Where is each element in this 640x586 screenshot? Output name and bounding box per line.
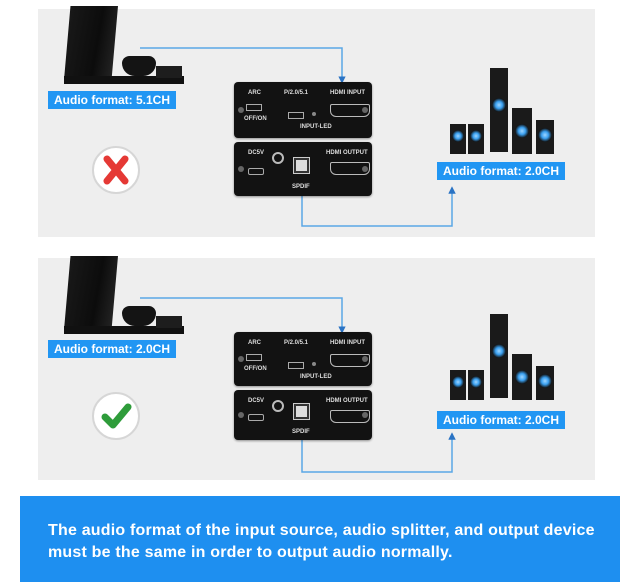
input-led-label: INPUT-LED [300,124,332,130]
audio-splitter-input-side: ARC OFF/ON P/2.0/5.1 INPUT-LED HDMI INPU… [234,82,372,138]
cross-icon [92,146,140,194]
dc5v-port [248,168,264,175]
input-cable-line [140,297,346,334]
mode-switch[interactable] [288,112,304,119]
arc-switch[interactable] [246,354,262,361]
hdmi-output-port [330,410,370,423]
spdif-label: SPDIF [292,184,310,190]
input-led [312,362,316,366]
spdif-port [293,157,310,174]
source-audio-format-label: Audio format: 2.0CH [48,340,177,358]
input-led [312,112,316,116]
hdmi-input-port [330,354,370,367]
hdmi-output-label: HDMI OUTPUT [326,398,368,404]
speaker-system-image [450,314,562,414]
input-led-label: INPUT-LED [300,374,332,380]
audio-splitter-output-side: DC5V SPDIF HDMI OUTPUT [234,142,372,196]
audio-jack [272,152,284,164]
speaker-system-image [450,68,562,168]
check-icon [92,392,140,440]
hdmi-input-label: HDMI INPUT [330,90,365,96]
spdif-label: SPDIF [292,429,310,435]
output-audio-format-label: Audio format: 2.0CH [437,162,566,180]
hdmi-input-label: HDMI INPUT [330,340,365,346]
spdif-port [293,403,310,420]
dc5v-label: DC5V [248,150,265,156]
info-banner: The audio format of the input source, au… [20,496,620,582]
dc5v-label: DC5V [248,398,265,404]
audio-splitter-input-side: ARC OFF/ON P/2.0/5.1 INPUT-LED HDMI INPU… [234,332,372,386]
arc-off-on-label: OFF/ON [244,116,267,122]
output-cable-line [301,432,456,473]
output-cable-line [301,186,456,227]
mode-label: P/2.0/5.1 [284,90,309,96]
source-audio-format-label: Audio format: 5.1CH [48,91,177,109]
output-audio-format-label: Audio format: 2.0CH [437,411,566,429]
arc-switch[interactable] [246,104,262,111]
arc-label: ARC [248,90,261,96]
controller-icon [122,56,156,76]
audio-jack [272,400,284,412]
dc5v-port [248,414,264,421]
arc-off-on-label: OFF/ON [244,366,267,372]
hdmi-output-label: HDMI OUTPUT [326,150,368,156]
mode-label: P/2.0/5.1 [284,340,309,346]
hdmi-output-port [330,162,370,175]
input-cable-line [140,47,346,84]
hdmi-input-port [330,104,370,117]
controller-icon [122,306,156,326]
info-message: The audio format of the input source, au… [48,522,595,561]
arc-label: ARC [248,340,261,346]
audio-splitter-output-side: DC5V SPDIF HDMI OUTPUT [234,390,372,440]
mode-switch[interactable] [288,362,304,369]
